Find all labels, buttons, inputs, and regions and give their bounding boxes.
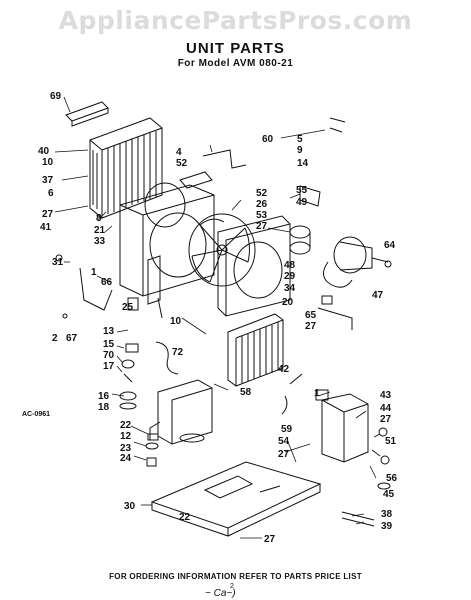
callout-39: 39 [381, 521, 393, 532]
callout-52: 52 [176, 158, 188, 169]
callout-24: 24 [120, 453, 132, 464]
callout-45: 45 [383, 489, 395, 500]
callout-67: 67 [66, 333, 78, 344]
callout-31: 31 [52, 257, 64, 268]
callout-30: 30 [124, 501, 136, 512]
callout-6: 6 [48, 188, 54, 199]
callout-18: 18 [98, 402, 110, 413]
handwritten-mark: ~ Ca~) [205, 588, 236, 599]
callout-10: 10 [42, 157, 54, 168]
callout-33: 33 [94, 236, 106, 247]
callout-65: 65 [305, 310, 317, 321]
callout-27-f: 27 [264, 534, 276, 545]
blower-fan-part [188, 213, 256, 287]
compressor-part [149, 379, 213, 445]
callout-23: 23 [120, 443, 132, 454]
callout-13: 13 [103, 326, 115, 337]
callout-labels: 69 40 10 37 6 27 8 41 21 33 4 52 60 5 9 … [38, 91, 398, 545]
callout-27: 27 [42, 209, 54, 220]
callout-66: 66 [101, 277, 113, 288]
callout-5: 5 [297, 134, 303, 145]
fan-motor-part [323, 236, 389, 288]
callout-2: 2 [52, 333, 58, 344]
callout-21: 21 [94, 225, 106, 236]
callout-22: 22 [120, 420, 132, 431]
callout-37: 37 [42, 175, 54, 186]
callout-38: 38 [381, 509, 393, 520]
callout-1: 1 [91, 267, 97, 278]
callout-47: 47 [372, 290, 384, 301]
callout-56: 56 [386, 473, 398, 484]
callout-34: 34 [284, 283, 296, 294]
callout-52-b: 52 [256, 188, 268, 199]
callout-20: 20 [282, 297, 294, 308]
callout-4: 4 [176, 147, 182, 158]
condenser-coil-part [89, 117, 163, 219]
watermark: AppliancePartsPros.com [58, 6, 413, 35]
callout-22-b: 22 [179, 512, 191, 523]
callout-12: 12 [120, 431, 132, 442]
callout-69: 69 [50, 91, 62, 102]
callout-53: 53 [256, 210, 268, 221]
callout-58: 58 [240, 387, 252, 398]
ordering-footer: FOR ORDERING INFORMATION REFER TO PARTS … [109, 572, 362, 581]
callout-leader-lines [54, 96, 381, 539]
small-hardware-parts [55, 254, 159, 467]
callout-72: 72 [172, 347, 184, 358]
callout-26: 26 [256, 199, 268, 210]
evaporator-coil-part [227, 313, 284, 387]
callout-10-b: 10 [170, 316, 182, 327]
callout-43: 43 [380, 390, 392, 401]
callout-55: 55 [296, 185, 308, 196]
evaporator-housing-part [217, 215, 291, 317]
filter-strip-part [65, 101, 109, 127]
base-pan-part [150, 461, 322, 537]
callout-41: 41 [40, 222, 52, 233]
callout-60: 60 [262, 134, 274, 145]
capacitor-part [289, 225, 311, 255]
callout-29: 29 [284, 271, 296, 282]
bracket-part [202, 149, 247, 169]
callout-70: 70 [103, 350, 115, 361]
callout-51: 51 [385, 436, 397, 447]
callout-59: 59 [281, 424, 293, 435]
callout-44: 44 [380, 403, 392, 414]
callout-48: 48 [284, 260, 296, 271]
callout-8: 8 [96, 213, 102, 224]
callout-9: 9 [297, 145, 303, 156]
page-number: 2 [230, 583, 234, 590]
callout-49: 49 [296, 197, 308, 208]
callout-40: 40 [38, 146, 50, 157]
callout-64: 64 [384, 240, 396, 251]
diagram-title: UNIT PARTS [186, 40, 285, 57]
callout-27-d: 27 [380, 414, 392, 425]
callout-25: 25 [122, 302, 134, 313]
control-bracket-part [321, 393, 369, 463]
callout-27-c: 27 [305, 321, 317, 332]
callout-42: 42 [278, 364, 290, 375]
switch-and-knob-parts [281, 117, 392, 527]
tubing-part [155, 341, 179, 375]
callout-16: 16 [98, 391, 110, 402]
callout-14: 14 [297, 158, 309, 169]
callout-54: 54 [278, 436, 290, 447]
callout-27-e: 27 [278, 449, 290, 460]
callout-17: 17 [103, 361, 115, 372]
callout-1-b: 1 [314, 388, 320, 399]
callout-15: 15 [103, 339, 115, 350]
callout-27-b: 27 [256, 221, 268, 232]
drawing-code: AC-0961 [22, 411, 51, 418]
fan-shroud-part [119, 171, 215, 319]
diagram-subtitle: For Model AVM 080-21 [177, 58, 294, 69]
